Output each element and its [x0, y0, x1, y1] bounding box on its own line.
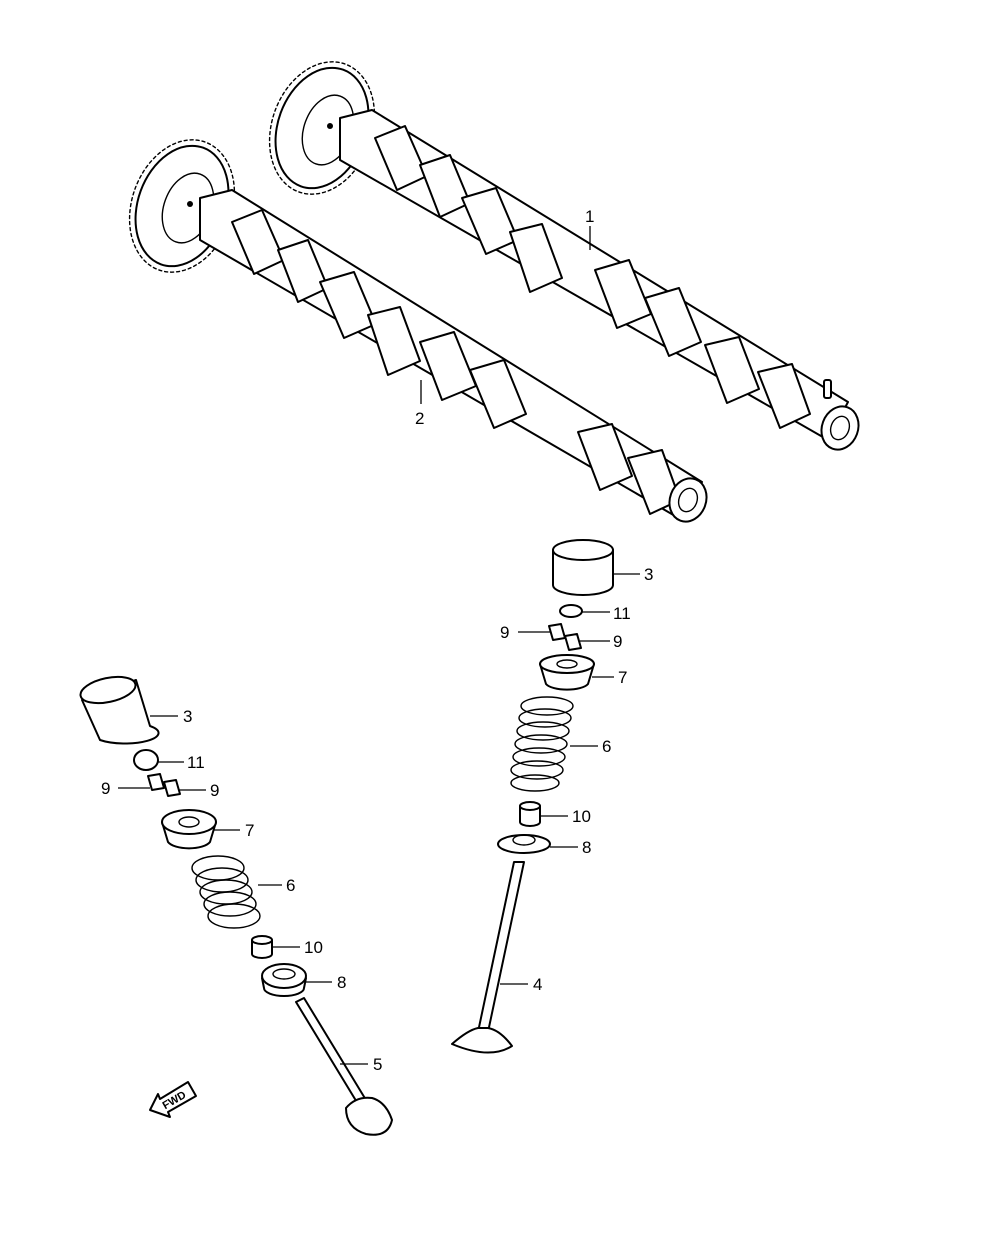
valve-cotter-left-b[interactable]	[163, 779, 181, 797]
valve-stem-seal-right[interactable]	[519, 801, 541, 827]
valve-stem-seal-left[interactable]	[251, 935, 273, 959]
callout-2: 2	[415, 409, 424, 428]
callout-10-right: 10	[572, 807, 591, 826]
callout-7-right: 7	[618, 668, 627, 687]
camshaft-1[interactable]	[252, 47, 865, 455]
camshaft-2[interactable]	[112, 125, 713, 527]
spring-retainer-right[interactable]	[539, 654, 595, 691]
valve-cotter-right-a[interactable]	[548, 623, 566, 641]
fwd-arrow-icon: FWD	[149, 1081, 197, 1118]
callout-7-left: 7	[245, 821, 254, 840]
callout-3-right: 3	[644, 565, 653, 584]
callout-8-left: 8	[337, 973, 346, 992]
valve-spring-right[interactable]	[510, 696, 574, 792]
valve-cotter-right-b[interactable]	[564, 633, 582, 651]
callout-9-right-a: 9	[500, 623, 509, 642]
valve-cotter-left-a[interactable]	[147, 773, 165, 791]
exhaust-valve-5[interactable]	[295, 997, 393, 1136]
valve-tappet-left[interactable]	[78, 672, 160, 745]
intake-valve-4[interactable]	[451, 861, 525, 1054]
callout-labels: 1 2 3 11 9 9 7 6 10 8 4 3 11 9 9 7 6 10 …	[101, 207, 653, 1074]
callout-1: 1	[585, 207, 594, 226]
spring-retainer-left[interactable]	[161, 809, 217, 850]
callout-10-left: 10	[304, 938, 323, 957]
spring-seat-left[interactable]	[261, 963, 307, 997]
valve-shim-right[interactable]	[559, 604, 583, 618]
leader-lines	[118, 226, 640, 1065]
valve-tappet-right[interactable]	[552, 539, 614, 596]
callout-4: 4	[533, 975, 542, 994]
callout-6-right: 6	[602, 737, 611, 756]
callout-11-right: 11	[613, 604, 631, 623]
callout-3-left: 3	[183, 707, 192, 726]
callout-9-right-b: 9	[613, 632, 622, 651]
callout-9-left-b: 9	[210, 781, 219, 800]
callout-6-left: 6	[286, 876, 295, 895]
callout-5: 5	[373, 1055, 382, 1074]
callout-11-left: 11	[187, 753, 205, 772]
valve-shim-left[interactable]	[133, 749, 159, 771]
callout-9-left-a: 9	[101, 779, 110, 798]
valve-spring-left[interactable]	[191, 855, 261, 929]
spring-seat-right[interactable]	[497, 834, 551, 854]
callout-8-right: 8	[582, 838, 591, 857]
